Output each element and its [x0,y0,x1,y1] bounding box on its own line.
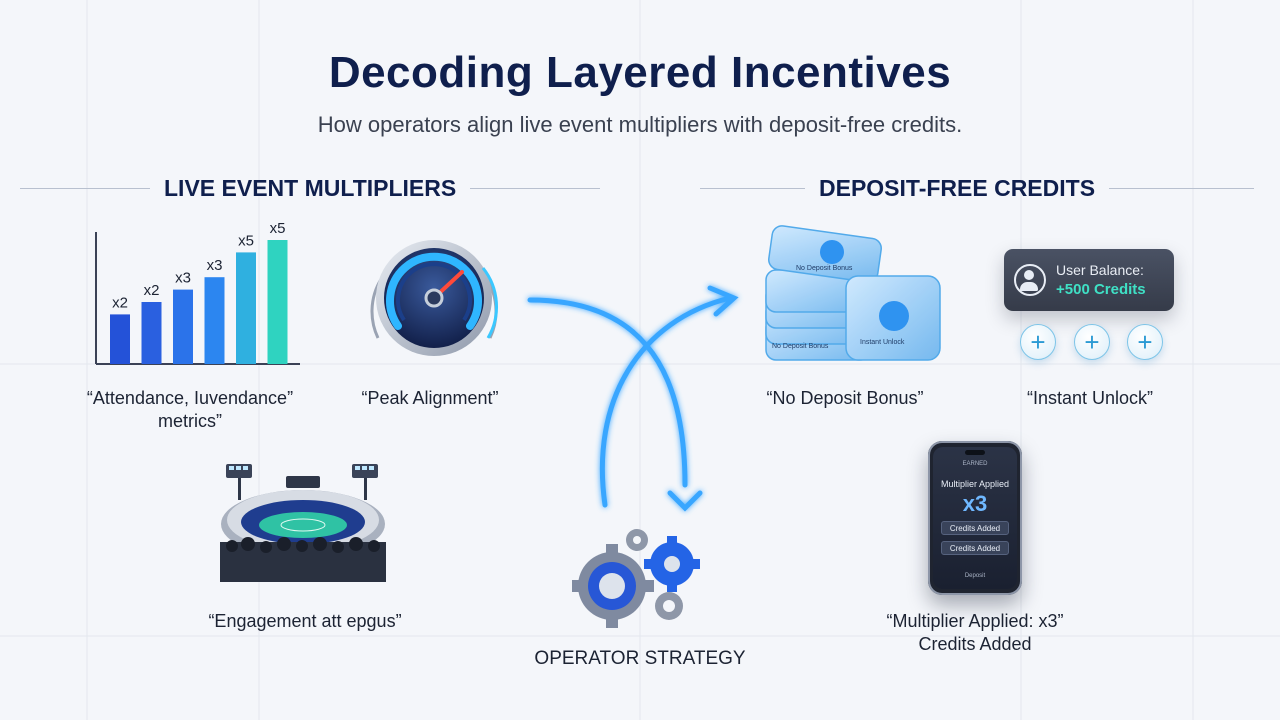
balance-label: User Balance: [1056,262,1144,278]
chart-bar [204,277,225,364]
token-label-bottom: No Deposit Bonus [772,343,829,350]
add-credit-button-1[interactable]: + [1020,324,1056,360]
arrow-path-up [599,295,733,508]
caption-multiplier-line1: “Multiplier Applied: x3” [886,611,1064,631]
chart-bar [267,240,288,364]
phone-multiplier-label: Multiplier Applied [940,479,1010,489]
chart-bar-label: x2 [112,294,128,311]
caption-peak: “Peak Alignment” [361,388,499,408]
section-header-left: LIVE EVENT MULTIPLIERS [20,175,601,202]
gears-icon [572,529,700,628]
section-title-deposit-free: DEPOSIT-FREE CREDITS [819,175,1096,201]
chart-bar [110,314,130,364]
phone-multiplier-value: x3 [962,491,988,516]
divider-line [470,188,601,189]
crossing-arrows [527,285,739,512]
section-header-right: DEPOSIT-FREE CREDITS [700,175,1255,202]
stadium-icon [220,464,386,582]
caption-no-deposit: “No Deposit Bonus” [766,388,924,408]
gauge-icon [370,240,498,356]
divider-line [700,188,805,189]
bonus-token-stack-icon: No Deposit Bonus No Deposit Bonus Instan… [765,225,941,361]
phone-credits-pill-2[interactable]: Credits Added [941,541,1009,555]
page-subtitle: How operators align live event multiplie… [317,112,963,137]
chart-bar [141,302,162,364]
phone-mockup: EARNED Multiplier Applied x3 Credits Add… [928,441,1022,595]
add-credit-button-3[interactable]: + [1127,324,1163,360]
add-credit-button-2[interactable]: + [1074,324,1110,360]
chart-bar-label: x3 [175,270,191,287]
chart-bar-label: x5 [238,232,254,249]
user-balance-card: User Balance: +500 Credits [1004,249,1174,311]
caption-engagement: “Engagement att epgus” [208,611,402,631]
phone-footer-text: Deposit [964,573,986,579]
phone-credits-pill-1[interactable]: Credits Added [941,521,1009,535]
caption-multiplier-applied: “Multiplier Applied: x3” Credits Added [850,610,1100,656]
page-title: Decoding Layered Incentives [328,48,952,97]
operator-strategy-label: OPERATOR STRATEGY [534,648,746,669]
arrow-head-up-icon [707,285,739,317]
phone-header-text: EARNED [962,461,988,467]
arrow-path-down [527,297,688,488]
chart-bar-label: x2 [144,282,160,299]
divider-line [20,188,150,189]
caption-instant-unlock: “Instant Unlock” [1026,388,1154,408]
caption-multiplier-line2: Credits Added [918,634,1032,654]
token-label-top: No Deposit Bonus [796,265,853,272]
user-avatar-icon [1014,264,1046,296]
caption-attendance: “Attendance, Iuvendance” metrics” [86,388,294,431]
section-title-live-event: LIVE EVENT MULTIPLIERS [164,175,457,201]
token-label-single: Instant Unlock [860,339,905,346]
phone-screen: EARNED Multiplier Applied x3 Credits Add… [933,447,1017,589]
balance-value: +500 Credits [1056,281,1146,298]
chart-bar-label: x5 [270,220,286,237]
chart-bar [236,252,256,364]
phone-notch [965,450,985,455]
multiplier-bar-chart: x2 x2 x3 x3 x5 x5 [95,220,300,365]
chart-bar [173,289,193,364]
arrow-head-down-icon [667,490,703,512]
chart-bar-label: x3 [207,257,223,274]
divider-line [1109,188,1255,189]
